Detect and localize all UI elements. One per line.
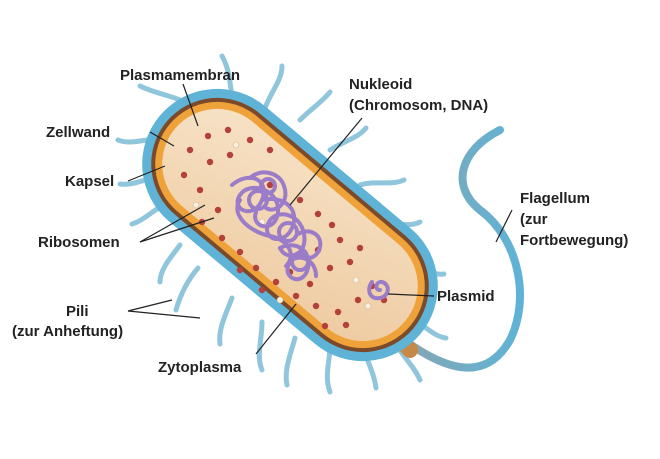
leader-nukleoid [289, 117, 363, 206]
ribosome [266, 181, 274, 189]
ribosome [226, 151, 234, 159]
pilus [217, 295, 235, 347]
ribosome [321, 322, 329, 330]
ribosome [214, 206, 222, 214]
nucleoid-dna [230, 170, 323, 281]
label-pili-line2: (zur Anheftung) [12, 323, 123, 340]
flagellum [386, 126, 524, 372]
ribosome [346, 258, 354, 266]
ribosome [342, 321, 350, 329]
leader-zytoplasma [255, 303, 297, 355]
ribosome [258, 286, 266, 294]
pilus [173, 265, 201, 313]
labels: Plasmamembran Zellwand Kapsel Ribosomen … [12, 67, 628, 376]
vesicle [276, 296, 284, 304]
pilus [327, 125, 369, 153]
leader-plasmamembran [182, 83, 199, 127]
ribosome [356, 244, 364, 252]
leader-pili-1 [127, 299, 173, 312]
vesicle [232, 141, 240, 149]
pilus [262, 63, 285, 111]
ribosome [314, 210, 322, 218]
label-zytoplasma: Zytoplasma [158, 359, 242, 376]
ribosome [252, 264, 260, 272]
ribosome [312, 302, 320, 310]
leader-lines [127, 83, 513, 355]
ribosome [296, 196, 304, 204]
leader-kapsel [127, 165, 166, 182]
leader-pili-2 [127, 310, 201, 319]
label-nukleoid-line1: Nukleoid [349, 76, 412, 93]
label-nukleoid-line2: (Chromosom, DNA) [349, 97, 488, 114]
vesicle [364, 302, 372, 310]
label-flagellum-line2: (zur [520, 211, 548, 228]
label-flagellum-line3: Fortbewegung) [520, 232, 628, 249]
pilus [283, 335, 298, 388]
ribosome [306, 280, 314, 288]
label-zellwand: Zellwand [46, 124, 110, 141]
ribosome [236, 248, 244, 256]
vesicle [192, 201, 200, 209]
ribosome [224, 126, 232, 134]
label-pili-line1: Pili [66, 303, 89, 320]
leader-flagellum [495, 209, 513, 243]
ribosome [328, 221, 336, 229]
label-plasmid: Plasmid [437, 288, 495, 305]
ribosome [196, 186, 204, 194]
label-plasmamembran: Plasmamembran [120, 67, 240, 84]
ribosome [334, 308, 342, 316]
pilus [357, 177, 407, 188]
ribosome [218, 234, 226, 242]
ribosome [246, 136, 254, 144]
vesicle [352, 276, 360, 284]
pilus [256, 319, 265, 373]
ribosome [336, 236, 344, 244]
pilus [157, 242, 183, 285]
label-flagellum-line1: Flagellum [520, 190, 590, 207]
leader-plasmid [387, 293, 435, 297]
label-ribosomen: Ribosomen [38, 234, 120, 251]
ribosome [326, 264, 334, 272]
ribosome [292, 292, 300, 300]
ribosome [266, 146, 274, 154]
ribosomes [180, 126, 388, 330]
leader-ribosomen-2 [139, 217, 215, 243]
leader-zellwand [149, 131, 175, 147]
ribosome [272, 278, 280, 286]
ribosome [204, 132, 212, 140]
ribosome [354, 296, 362, 304]
leader-ribosomen-1 [139, 204, 206, 243]
ribosome [206, 158, 214, 166]
ribosome [186, 146, 194, 154]
plasmid-shape [367, 279, 390, 301]
ribosome [236, 266, 244, 274]
ribosome [180, 171, 188, 179]
label-kapsel: Kapsel [65, 173, 114, 190]
pilus [297, 89, 333, 123]
